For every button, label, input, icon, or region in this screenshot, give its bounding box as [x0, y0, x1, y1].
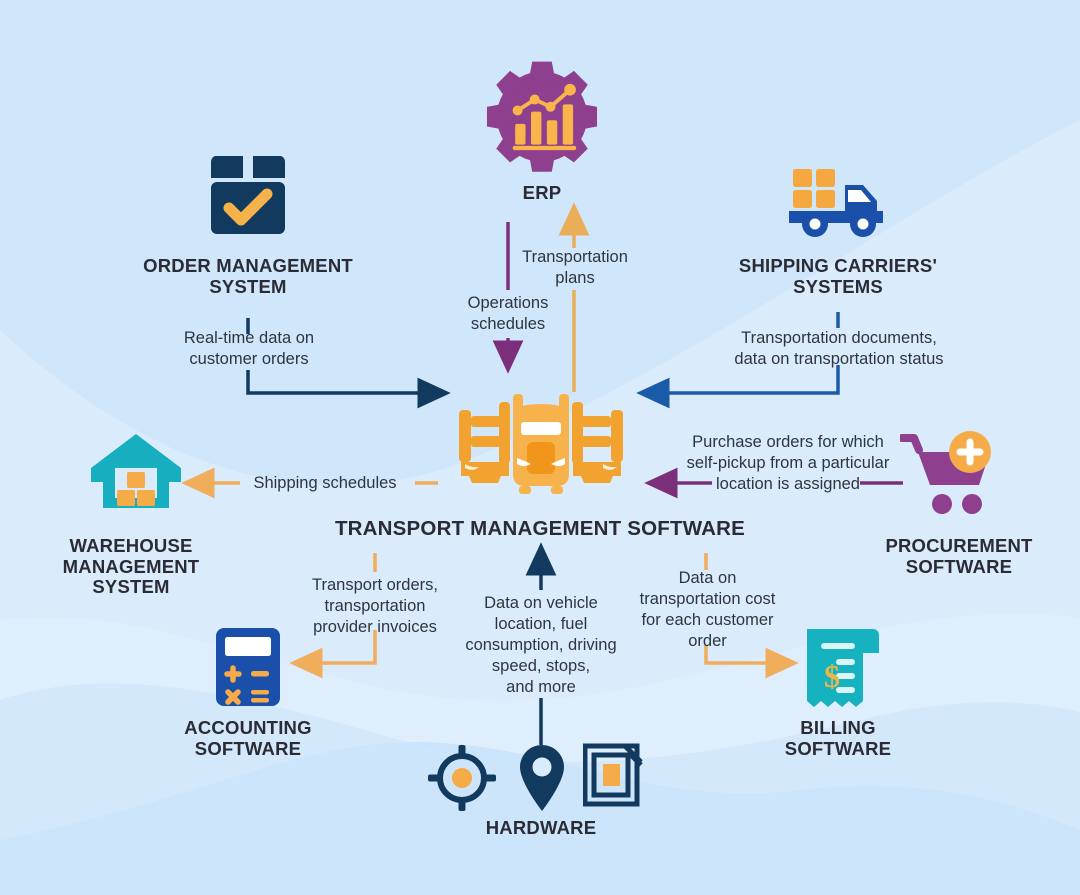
node-hardware: HARDWARE [441, 817, 641, 839]
box-check-icon [209, 150, 287, 245]
shopping-cart-plus-icon [898, 430, 1000, 521]
node-accounting-software: ACCOUNTING SOFTWARE [140, 717, 356, 759]
edge-label-operations-schedules: Operations schedules [467, 294, 549, 334]
node-order-management-system-label: ORDER MANAGEMENT SYSTEM [143, 255, 353, 297]
gear-analytics-icon [481, 58, 603, 185]
gps-target-icon [428, 745, 496, 816]
node-hardware-label: HARDWARE [485, 817, 597, 838]
edge-label-real-time-orders: Real-time data on customer orders [183, 329, 315, 369]
node-erp-label: ERP [522, 182, 562, 203]
node-transport-management-software: TRANSPORT MANAGEMENT SOFTWARE [270, 517, 810, 541]
node-transport-management-software-label: TRANSPORT MANAGEMENT SOFTWARE [334, 517, 746, 540]
delivery-truck-icon [787, 166, 889, 249]
node-order-management-system: ORDER MANAGEMENT SYSTEM [120, 255, 376, 297]
edge-label-transportation-plans: Transportation plans [522, 248, 628, 288]
location-pin-icon [518, 744, 566, 817]
invoice-dollar-icon: $ [803, 625, 881, 716]
node-warehouse-management-system-label: WAREHOUSE MANAGEMENT SYSTEM [62, 535, 200, 598]
node-warehouse-management-system: WAREHOUSE MANAGEMENT SYSTEM [20, 535, 242, 598]
edge-label-transportation-documents: Transportation documents, data on transp… [734, 329, 944, 369]
node-shipping-carriers-systems: SHIPPING CARRIERS' SYSTEMS [710, 255, 966, 297]
node-billing-software-label: BILLING SOFTWARE [784, 717, 892, 759]
node-procurement-software: PROCUREMENT SOFTWARE [848, 535, 1070, 577]
edge-label-transportation-cost: Data on transportation cost for each cus… [639, 569, 776, 651]
warehouse-icon [90, 432, 182, 515]
svg-text:$: $ [824, 658, 840, 694]
node-shipping-carriers-systems-label: SHIPPING CARRIERS' SYSTEMS [738, 255, 938, 297]
edge-label-vehicle-data: Data on vehicle location, fuel consumpti… [465, 594, 617, 697]
node-billing-software: BILLING SOFTWARE [730, 717, 946, 759]
edge-label-transport-orders: Transport orders, transportation provide… [312, 576, 438, 637]
calculator-icon [216, 628, 280, 711]
semi-truck-front-icon [453, 392, 629, 507]
node-procurement-software-label: PROCUREMENT SOFTWARE [885, 535, 1033, 577]
edge-label-shipping-schedules: Shipping schedules [253, 474, 397, 492]
rfid-sensor-icon [582, 742, 645, 813]
node-accounting-software-label: ACCOUNTING SOFTWARE [184, 717, 312, 759]
node-erp: ERP [462, 182, 622, 204]
edge-label-purchase-orders: Purchase orders for which self-pickup fr… [686, 433, 890, 494]
